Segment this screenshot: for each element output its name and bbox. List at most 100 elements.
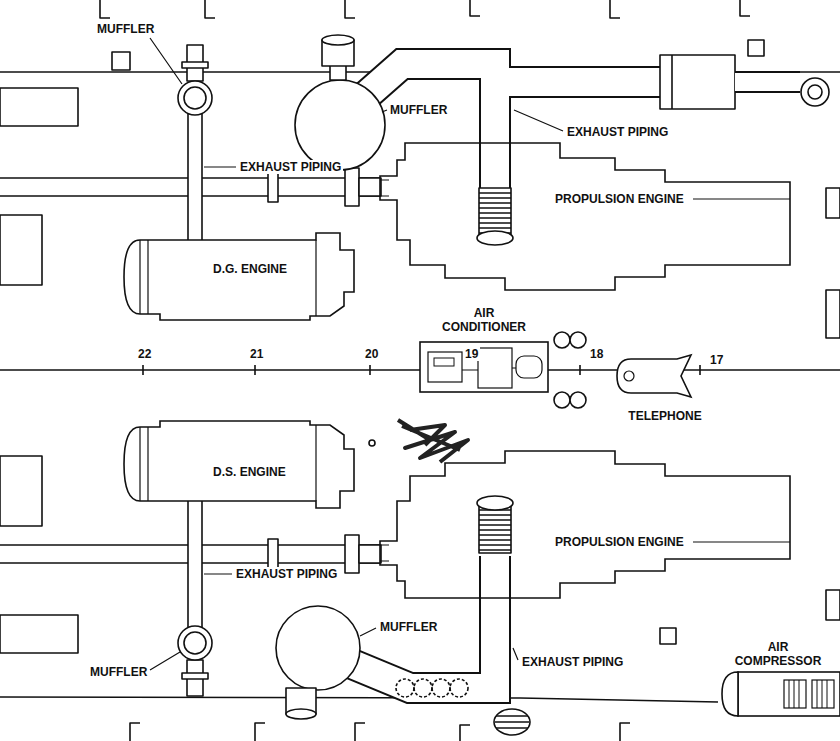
shaft-and-exhaust <box>268 172 278 202</box>
exhaust-pipe <box>396 679 414 697</box>
shaft-and-exhaust <box>182 62 208 68</box>
air-compressor-unit-outline <box>789 680 827 708</box>
propulsion-engine: PROPULSION ENGINE <box>375 446 795 601</box>
muffler-drum <box>295 80 385 170</box>
node-label: D.G. ENGINE <box>213 262 287 276</box>
frame-number: 21 <box>248 347 265 361</box>
exhaust-pipe <box>735 73 800 91</box>
frame-number: 22 <box>136 347 153 361</box>
frame-bracket <box>100 0 750 18</box>
generator-engine-outline <box>140 240 316 316</box>
part-label: EXHAUST PIPING <box>565 125 670 139</box>
propulsion-engine-outline <box>380 451 790 598</box>
exhaust-pipe <box>432 679 450 697</box>
exhaust-pipe <box>660 55 735 109</box>
exhaust-pipe <box>735 71 800 93</box>
exhaust-pipe <box>414 679 432 697</box>
hull-line <box>0 72 840 702</box>
generator-engine: D.S. ENGINE <box>118 419 358 511</box>
equipment-box <box>826 590 840 620</box>
generator-engine-outline <box>124 421 354 508</box>
node-label: D.S. ENGINE <box>213 465 286 479</box>
air-compressor-unit-outline <box>738 672 840 716</box>
shaft-and-exhaust <box>178 81 212 115</box>
smudge-mark <box>369 420 468 462</box>
propulsion-engine-outline <box>375 140 795 295</box>
part-label: EXHAUST PIPING <box>238 160 343 174</box>
exhaust-pipe <box>479 188 511 236</box>
leader-line <box>150 38 563 670</box>
air-compressor-unit-outline <box>784 680 806 708</box>
generator-engine-outline <box>124 421 354 508</box>
part-label: EXHAUST PIPING <box>234 567 339 581</box>
frame-number: 18 <box>588 347 605 361</box>
node-label: AIR CONDITIONER <box>434 306 534 334</box>
fan-unit <box>554 332 570 348</box>
air-conditioner-unit: AIR CONDITIONER <box>418 306 550 394</box>
propulsion-engine-outline <box>693 198 790 199</box>
smudge-mark <box>369 440 375 446</box>
node-label: TELEPHONE <box>615 409 715 423</box>
shaft-and-exhaust <box>359 178 381 196</box>
equipment-box <box>826 290 840 338</box>
fan-unit <box>570 392 586 408</box>
grill-vent <box>494 709 530 735</box>
equipment-box <box>112 52 130 70</box>
air-conditioner-unit-outline <box>428 352 462 382</box>
generator-engine: D.G. ENGINE <box>118 230 358 322</box>
frame-number: 19 <box>463 347 480 361</box>
fan-unit <box>570 332 586 348</box>
shaft-and-exhaust <box>0 88 78 126</box>
telephone-symbol-outline <box>617 355 691 397</box>
exhaust-pipe <box>479 193 511 233</box>
generator-engine-outline <box>140 425 316 501</box>
air-compressor-unit-outline <box>722 672 738 716</box>
exhaust-pipe <box>450 679 468 697</box>
fan-unit <box>554 392 570 408</box>
exhaust-pipe <box>352 556 495 688</box>
equipment-box <box>826 188 840 218</box>
exhaust-pipe <box>479 510 511 550</box>
shaft-and-exhaust <box>345 168 359 206</box>
propulsion-engine-outline <box>375 446 795 601</box>
exhaust-pipe <box>808 85 822 99</box>
exhaust-pipe <box>477 231 513 245</box>
node-label: AIR COMPRESSOR <box>728 640 828 668</box>
muffler-drum <box>295 35 385 170</box>
muffler-drum <box>322 35 354 45</box>
air-conditioner-unit-outline <box>462 368 516 370</box>
propulsion-engine-outline <box>380 143 790 290</box>
propulsion-engine-outline <box>380 451 790 598</box>
frame-bracket <box>130 723 630 741</box>
telephone-symbol-outline <box>624 371 634 381</box>
smudge-mark <box>398 420 468 462</box>
grill-vent <box>494 709 530 735</box>
propulsion-engine: PROPULSION ENGINE <box>375 140 795 295</box>
part-label: MUFFLER <box>95 22 156 36</box>
exhaust-pipe <box>671 55 673 109</box>
muffler-drum <box>286 709 316 719</box>
exhaust-pipe <box>477 496 513 510</box>
telephone-symbol: TELEPHONE <box>615 355 717 427</box>
leader-line <box>150 38 563 670</box>
part-label: MUFFLER <box>378 620 439 634</box>
shaft-and-exhaust <box>0 215 42 285</box>
exhaust-pipe <box>352 496 513 697</box>
air-compressor-unit-outline <box>812 680 834 708</box>
air-conditioner-unit-outline <box>434 358 454 366</box>
equipment-box <box>112 40 840 644</box>
generator-engine-outline <box>124 233 354 320</box>
muffler-drum <box>276 606 360 690</box>
frame-number: 20 <box>363 347 380 361</box>
propulsion-engine-outline <box>693 541 790 542</box>
part-label: MUFFLER <box>388 103 449 117</box>
frame-number: 17 <box>708 353 725 367</box>
generator-engine-outline <box>118 230 358 322</box>
propulsion-engine-outline <box>380 180 389 196</box>
air-compressor-unit: AIR COMPRESSOR <box>718 640 840 718</box>
part-label: MUFFLER <box>88 665 149 679</box>
shaft-and-exhaust <box>184 87 206 109</box>
node-label: PROPULSION ENGINE <box>555 192 684 206</box>
exhaust-pipe <box>479 505 511 553</box>
